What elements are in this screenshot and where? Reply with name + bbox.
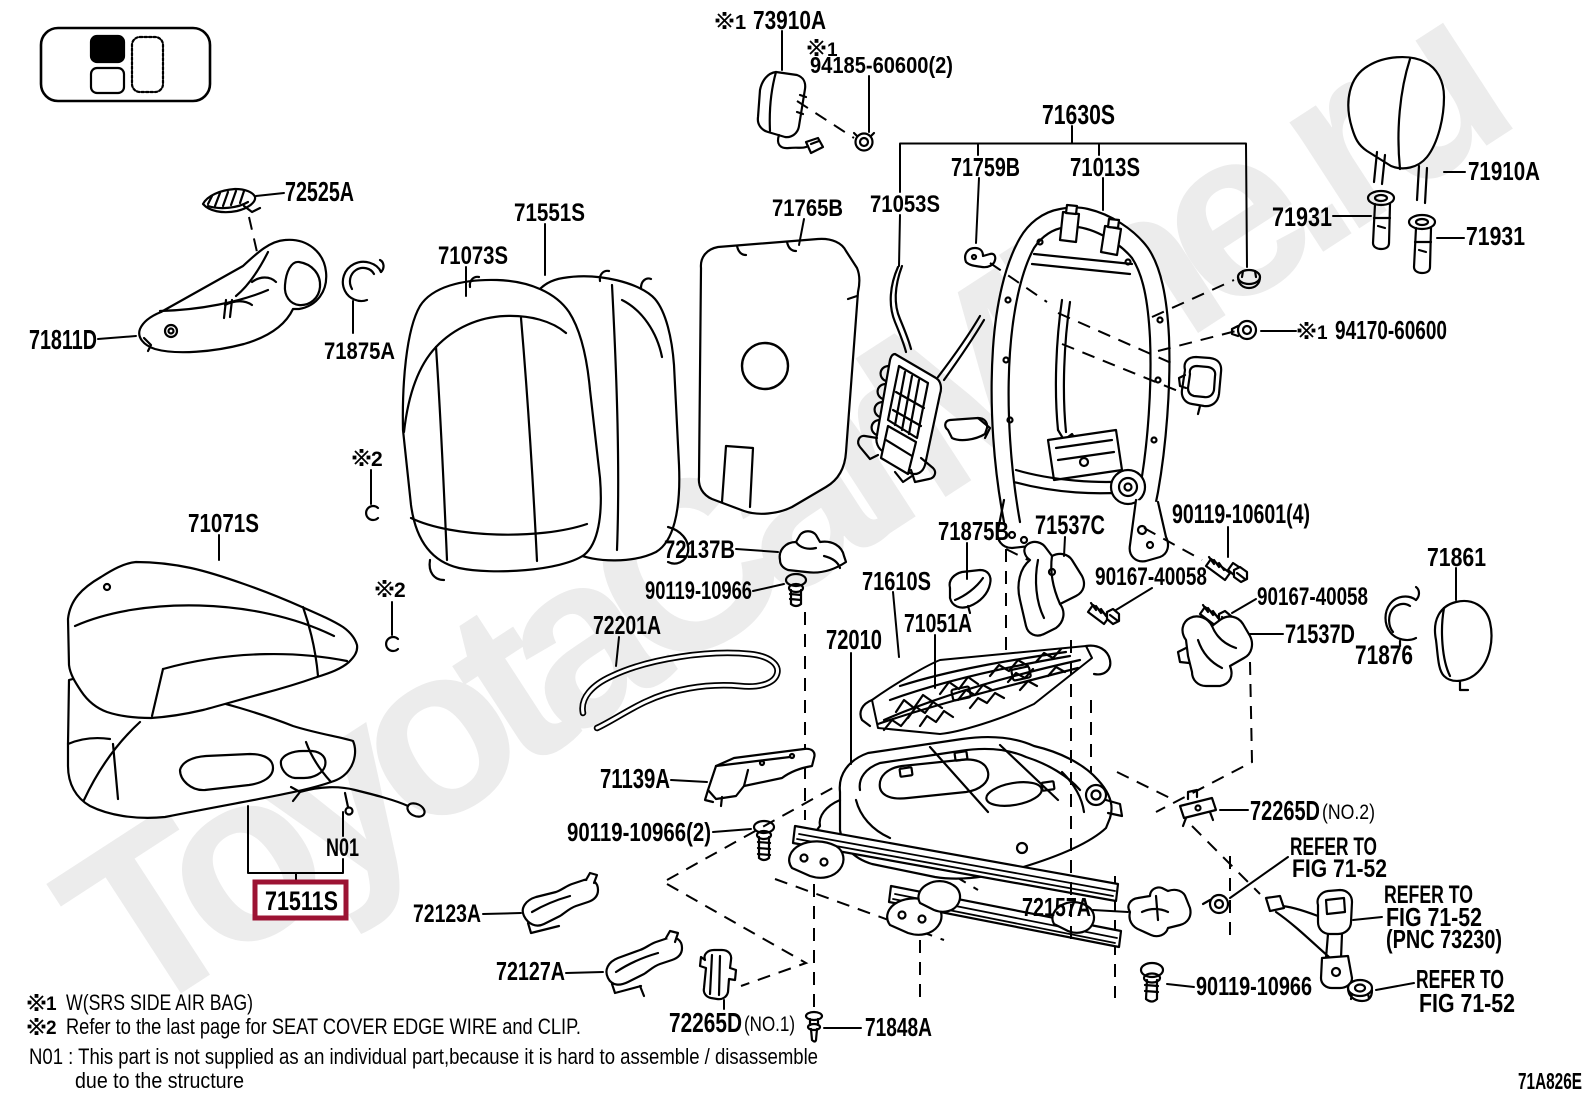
svg-text:72127A: 72127A (496, 956, 565, 986)
svg-text:N01 : This part is not supplie: N01 : This part is not supplied as an in… (29, 1044, 818, 1069)
svg-text:1: 1 (735, 12, 746, 34)
svg-text:FIG 71-52: FIG 71-52 (1386, 902, 1482, 932)
svg-text:71511S: 71511S (265, 886, 338, 916)
svg-text:71910A: 71910A (1468, 156, 1540, 186)
svg-text:(NO.1): (NO.1) (744, 1013, 795, 1036)
svg-text:71551S: 71551S (514, 199, 585, 227)
svg-text:71537D: 71537D (1285, 619, 1355, 649)
svg-text:71013S: 71013S (1070, 152, 1140, 182)
svg-text:71931: 71931 (1272, 202, 1332, 232)
svg-text:71765B: 71765B (772, 195, 843, 222)
svg-text:71051A: 71051A (904, 608, 972, 638)
svg-text:REFER TO: REFER TO (1290, 833, 1377, 861)
svg-text:2: 2 (46, 1018, 57, 1039)
svg-text:72265D: 72265D (1250, 795, 1320, 826)
svg-text:W(SRS SIDE AIR BAG): W(SRS SIDE AIR BAG) (66, 990, 253, 1015)
svg-text:71053S: 71053S (870, 191, 940, 218)
svg-text:90119-10601(4): 90119-10601(4) (1172, 499, 1310, 529)
svg-text:1: 1 (1317, 323, 1328, 344)
svg-text:90167-40058: 90167-40058 (1095, 563, 1207, 591)
svg-text:REFER TO: REFER TO (1416, 964, 1504, 994)
svg-text:FIG 71-52: FIG 71-52 (1419, 988, 1515, 1018)
svg-text:71537C: 71537C (1035, 510, 1105, 540)
svg-text:2: 2 (371, 448, 383, 471)
svg-text:72265D: 72265D (669, 1007, 742, 1038)
svg-text:71610S: 71610S (862, 566, 931, 596)
svg-text:1: 1 (46, 994, 57, 1015)
svg-text:94170-60600: 94170-60600 (1335, 315, 1447, 345)
svg-text:71875A: 71875A (324, 338, 395, 365)
svg-text:90167-40058: 90167-40058 (1257, 583, 1368, 611)
svg-text:90119-10966: 90119-10966 (645, 577, 752, 605)
svg-text:71A826E: 71A826E (1518, 1068, 1582, 1094)
svg-text:1: 1 (827, 40, 838, 61)
svg-text:71139A: 71139A (600, 763, 670, 794)
svg-text:(NO.2): (NO.2) (1322, 801, 1375, 824)
svg-text:71848A: 71848A (865, 1012, 932, 1042)
svg-text:71875B: 71875B (938, 516, 1009, 546)
svg-text:71811D: 71811D (29, 324, 97, 355)
svg-text:71759B: 71759B (951, 152, 1020, 182)
svg-text:2: 2 (394, 579, 406, 602)
svg-text:72525A: 72525A (285, 176, 354, 207)
svg-text:72201A: 72201A (593, 610, 661, 640)
svg-text:71071S: 71071S (188, 508, 259, 538)
svg-text:due to the structure: due to the structure (75, 1068, 244, 1093)
svg-text:N01: N01 (326, 834, 359, 862)
svg-text:FIG 71-52: FIG 71-52 (1292, 855, 1387, 883)
svg-text:71630S: 71630S (1042, 99, 1115, 130)
svg-text:73910A: 73910A (753, 5, 826, 35)
svg-text:71073S: 71073S (438, 242, 508, 270)
svg-text:71931: 71931 (1466, 221, 1525, 251)
svg-text:72137B: 72137B (664, 536, 735, 564)
svg-text:90119-10966(2): 90119-10966(2) (567, 817, 711, 847)
svg-text:Refer to the last page for SEA: Refer to the last page for SEAT COVER ED… (66, 1014, 581, 1039)
svg-text:71861: 71861 (1427, 542, 1486, 572)
svg-text:72123A: 72123A (413, 900, 481, 928)
svg-text:71876: 71876 (1355, 640, 1413, 670)
svg-text:(PNC 73230): (PNC 73230) (1386, 924, 1502, 954)
svg-text:72010: 72010 (826, 624, 882, 655)
svg-text:REFER TO: REFER TO (1384, 881, 1473, 909)
svg-text:94185-60600(2): 94185-60600(2) (810, 52, 953, 78)
svg-text:90119-10966: 90119-10966 (1196, 971, 1312, 1001)
svg-text:72157A: 72157A (1022, 892, 1091, 922)
